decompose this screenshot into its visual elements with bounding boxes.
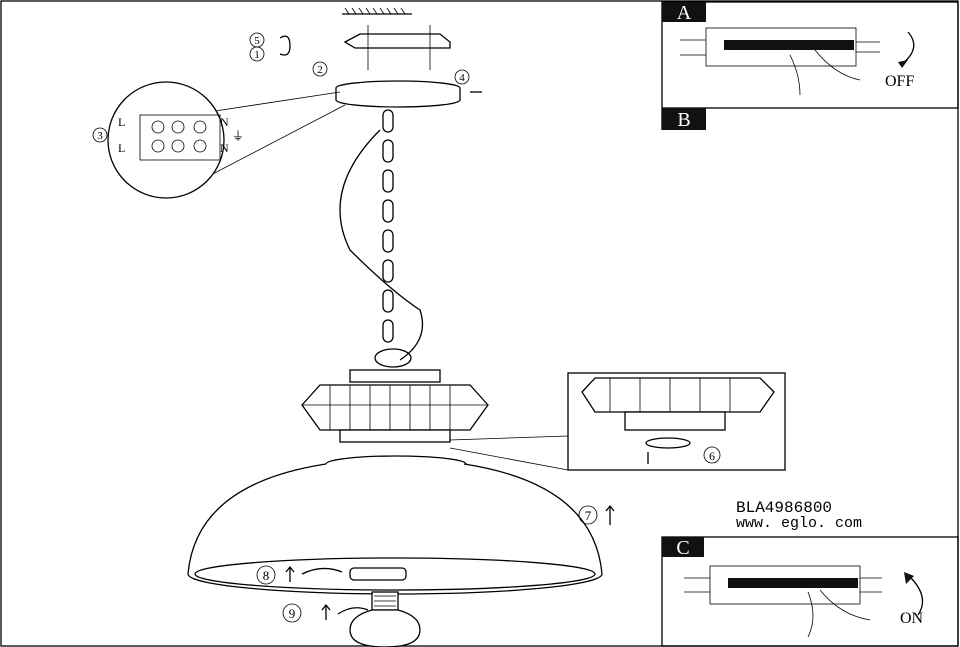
svg-text:N: N bbox=[220, 141, 229, 155]
hand-icon bbox=[807, 589, 871, 638]
panel-a-caption: OFF bbox=[885, 73, 914, 90]
step-3-label: 3 bbox=[97, 130, 103, 142]
lamp-shade bbox=[187, 455, 603, 595]
circuit-breaker-icon bbox=[680, 27, 880, 67]
panel-a-switch-off: A OFF bbox=[661, 1, 959, 109]
neutral-label: N bbox=[220, 115, 229, 129]
svg-text:1: 1 bbox=[254, 49, 260, 61]
step-9-label: 9 bbox=[289, 606, 296, 621]
light-bulb-icon bbox=[349, 591, 421, 647]
step-7-label: 7 bbox=[585, 508, 592, 523]
product-code: BLA4986800 bbox=[736, 499, 832, 517]
step-5-rotate: 5 1 bbox=[249, 32, 291, 62]
step-4-label: 4 bbox=[459, 72, 465, 84]
fixing-ring bbox=[349, 567, 407, 581]
arrow-down-icon bbox=[901, 31, 915, 65]
rotate-icon bbox=[337, 607, 369, 615]
panel-b-letter: B bbox=[677, 109, 690, 131]
arrow-up-icon bbox=[605, 504, 615, 525]
website-link: www. eglo. com bbox=[736, 515, 862, 532]
lamp-holder-cage bbox=[301, 369, 489, 443]
panel-b-badge bbox=[662, 108, 706, 130]
panel-c-switch-on: C ON bbox=[661, 536, 959, 647]
rotate-icon bbox=[301, 567, 343, 575]
svg-text:L: L bbox=[118, 141, 125, 155]
panel-c-caption: ON bbox=[900, 610, 924, 627]
power-cable bbox=[339, 129, 424, 361]
arrow-up-icon bbox=[909, 576, 924, 616]
circuit-breaker-icon bbox=[684, 565, 882, 605]
arrow-up-icon bbox=[321, 603, 331, 620]
chain bbox=[374, 109, 412, 368]
ceiling-bracket bbox=[342, 7, 451, 70]
svg-text:5: 5 bbox=[254, 35, 260, 47]
step-2-label: 2 bbox=[317, 64, 323, 76]
live-label: L bbox=[118, 115, 125, 129]
hand-icon bbox=[789, 49, 861, 96]
panel-c-letter: C bbox=[676, 537, 689, 559]
terminal-block-inset: L L N N ⏚ bbox=[107, 81, 244, 199]
rotate-icon bbox=[279, 35, 291, 56]
step-6-label: 6 bbox=[709, 449, 715, 463]
canopy bbox=[335, 80, 461, 108]
panel-a-badge bbox=[662, 2, 706, 22]
panel-c-badge bbox=[662, 537, 704, 557]
step-6-inset: 6 bbox=[567, 372, 786, 471]
panel-a-letter: A bbox=[677, 2, 692, 24]
panel-b: B bbox=[661, 108, 706, 131]
arrow-up-icon bbox=[285, 565, 295, 582]
ground-icon: ⏚ bbox=[232, 129, 244, 143]
step-8-label: 8 bbox=[263, 568, 270, 583]
